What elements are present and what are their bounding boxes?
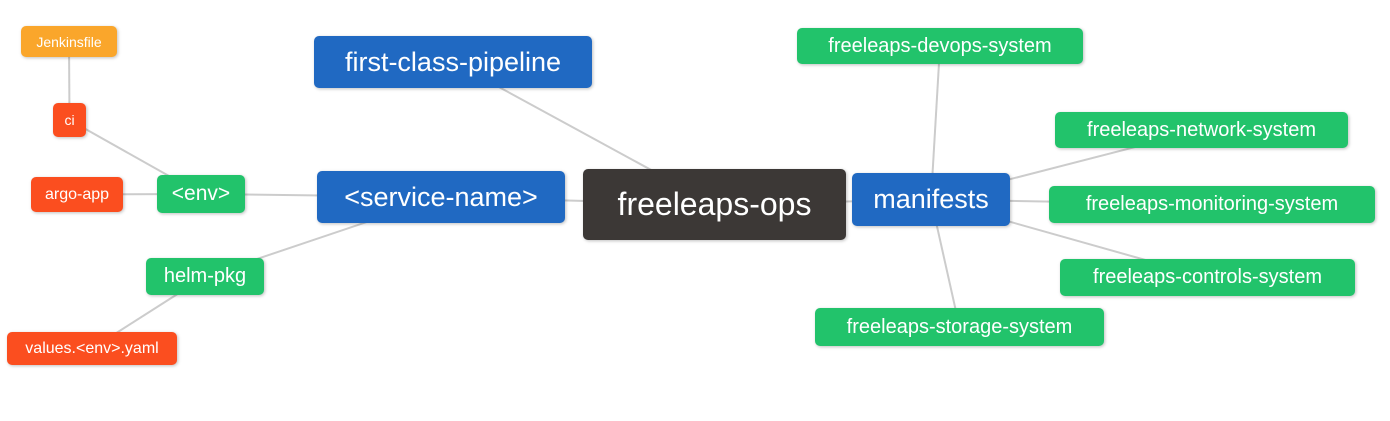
node-freeleaps-network-system[interactable]: freeleaps-network-system [1055, 112, 1348, 148]
node-service-name[interactable]: <service-name> [317, 171, 565, 223]
node-helm-pkg[interactable]: helm-pkg [146, 258, 264, 295]
node-freeleaps-storage-system[interactable]: freeleaps-storage-system [815, 308, 1104, 346]
node-freeleaps-controls-system[interactable]: freeleaps-controls-system [1060, 259, 1355, 296]
node-env[interactable]: <env> [157, 175, 245, 213]
node-freeleaps-ops[interactable]: freeleaps-ops [583, 169, 846, 240]
node-manifests[interactable]: manifests [852, 173, 1010, 226]
node-freeleaps-monitoring-system[interactable]: freeleaps-monitoring-system [1049, 186, 1375, 223]
node-argo-app[interactable]: argo-app [31, 177, 123, 212]
node-ci[interactable]: ci [53, 103, 86, 137]
node-jenkinsfile[interactable]: Jenkinsfile [21, 26, 117, 57]
node-freeleaps-devops-system[interactable]: freeleaps-devops-system [797, 28, 1083, 64]
node-first-class-pipeline[interactable]: first-class-pipeline [314, 36, 592, 88]
node-values-env-yaml[interactable]: values.<env>.yaml [7, 332, 177, 365]
